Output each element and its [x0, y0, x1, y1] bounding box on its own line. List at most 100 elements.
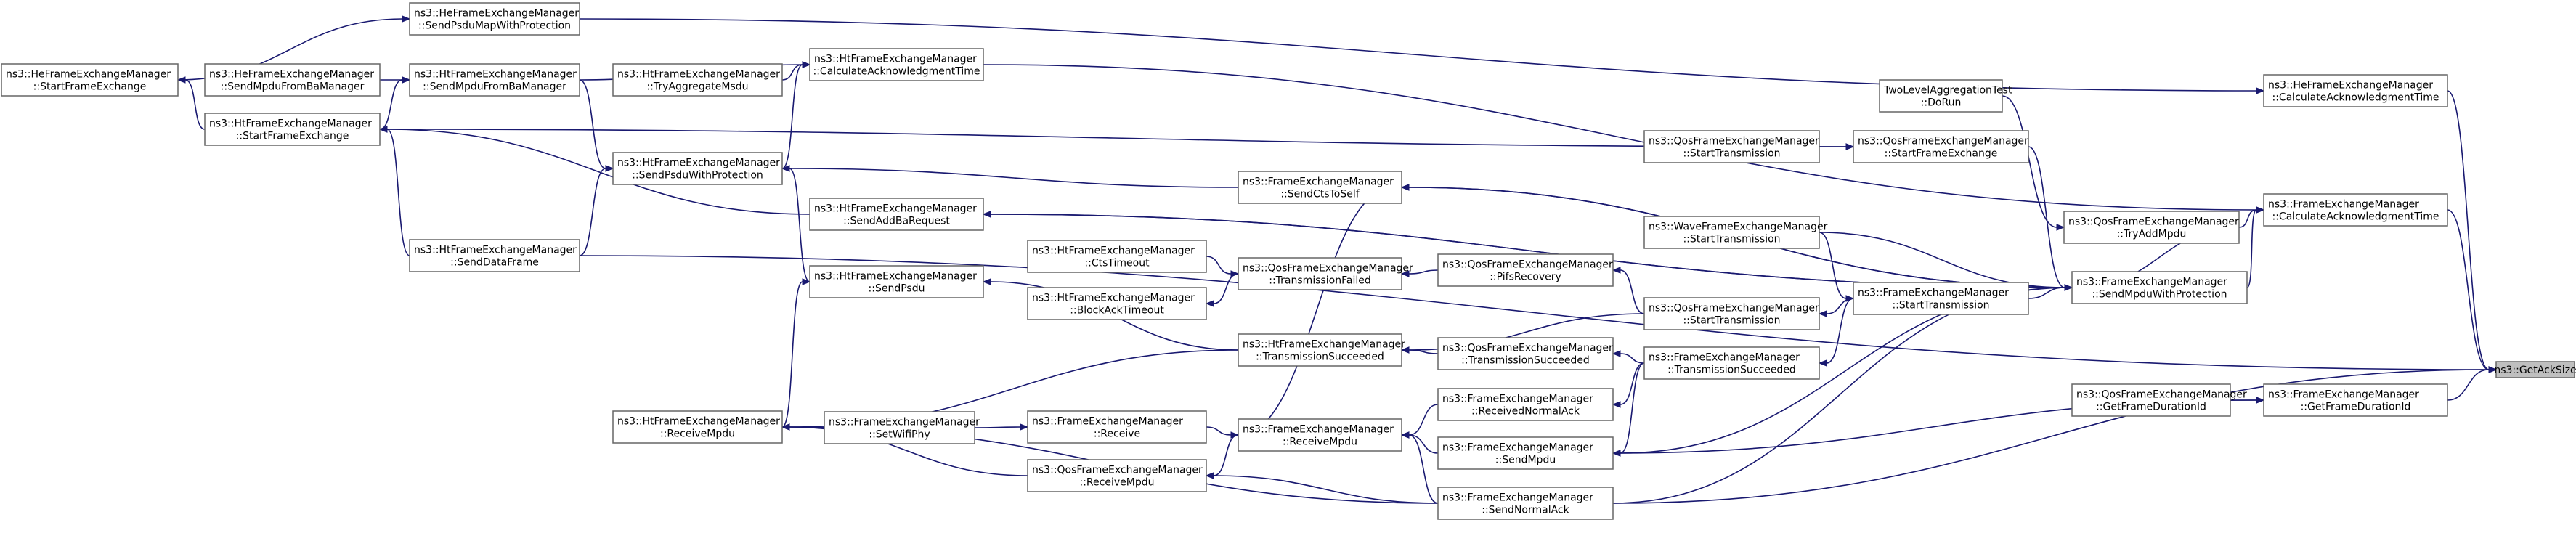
node-fem_txsucc[interactable]: ns3::FrameExchangeManager::TransmissionS… — [1643, 346, 1820, 380]
node-class-label: ns3::WaveFrameExchangeManager — [1649, 221, 1828, 233]
node-box — [612, 63, 783, 97]
edge-ht_recvmpdu-to-ht_sendpsdu — [781, 278, 811, 428]
edge-ht_sendpsduprot-to-ht_calcack — [781, 61, 811, 169]
node-fem_sendcts[interactable]: ns3::FrameExchangeManager::SendCtsToSelf — [1238, 171, 1402, 204]
node-getacksize[interactable]: ns3::GetAckSize — [2494, 361, 2576, 378]
node-box — [1437, 253, 1614, 287]
arrowhead-icon — [982, 278, 991, 285]
arrowhead-icon — [2256, 206, 2265, 214]
node-ht_tryagg[interactable]: ns3::HtFrameExchangeManager::TryAggregat… — [612, 63, 783, 97]
edge-line — [379, 129, 1847, 147]
node-fem_setwifiphy[interactable]: ns3::FrameExchangeManager::SetWifiPhy — [824, 411, 980, 444]
node-box — [2495, 361, 2575, 378]
node-qos_getfdur[interactable]: ns3::QosFrameExchangeManager::GetFrameDu… — [2071, 383, 2247, 417]
node-method-label: ::StartFrameExchange — [1885, 148, 1998, 160]
node-ht_sendpsduprot[interactable]: ns3::HtFrameExchangeManager::SendPsduWit… — [612, 152, 783, 185]
edge-wave_starttx-to-fem_starttx — [1819, 232, 1855, 302]
node-class-label: ns3::HtFrameExchangeManager — [617, 69, 780, 81]
node-method-label: ::SendMpduFromBaManager — [221, 81, 365, 93]
node-class-label: ns3::HtFrameExchangeManager — [814, 271, 977, 282]
node-class-label: ns3::QosFrameExchangeManager — [1649, 136, 1819, 147]
edge-line — [1206, 256, 1232, 275]
edge-fem_sendnormalack-to-qos_recvmpdu — [1205, 472, 1439, 504]
node-qos_recvmpdu[interactable]: ns3::QosFrameExchangeManager::ReceiveMpd… — [1027, 459, 1207, 492]
node-qos_startfe[interactable]: ns3::QosFrameExchangeManager::StartFrame… — [1853, 130, 2029, 163]
node-fem_starttx[interactable]: ns3::FrameExchangeManager::StartTransmis… — [1853, 282, 2029, 315]
node-ht_senddata[interactable]: ns3::HtFrameExchangeManager::SendDataFra… — [409, 239, 580, 272]
node-class-label: ns3::FrameExchangeManager — [2076, 277, 2227, 288]
edge-fem_sendmpduprot-to-fem_calcack — [2246, 206, 2265, 288]
node-fem_sendnormalack[interactable]: ns3::FrameExchangeManager::SendNormalAck — [1437, 487, 1614, 520]
node-he_calcack[interactable]: ns3::HeFrameExchangeManager::CalculateAc… — [2263, 74, 2448, 107]
edge-line — [781, 64, 803, 169]
node-method-label: ::TryAggregateMsdu — [646, 81, 748, 93]
node-class-label: ns3::HtFrameExchangeManager — [414, 69, 577, 81]
node-class-label: TwoLevelAggregationTest — [1883, 85, 2012, 97]
node-fem_calcack[interactable]: ns3::FrameExchangeManager::CalculateAckn… — [2263, 193, 2448, 227]
node-fem_sendmpduprot[interactable]: ns3::FrameExchangeManager::SendMpduWithP… — [2071, 271, 2248, 304]
node-class-label: ns3::HeFrameExchangeManager — [209, 69, 374, 81]
node-qos_tryaddmpdu[interactable]: ns3::QosFrameExchangeManager::TryAddMpdu — [2063, 211, 2240, 244]
node-wave_starttx[interactable]: ns3::WaveFrameExchangeManager::StartTran… — [1643, 216, 1828, 249]
node-he_sendpsdumap[interactable]: ns3::HeFrameExchangeManager::SendPsduMap… — [409, 2, 580, 36]
node-box — [824, 411, 975, 444]
node-qos_pifs[interactable]: ns3::QosFrameExchangeManager::PifsRecove… — [1437, 253, 1614, 287]
node-box — [2263, 193, 2448, 227]
edge-line — [2238, 209, 2257, 228]
node-method-label: ::SendNormalAck — [1482, 505, 1569, 516]
edge-line — [579, 79, 606, 169]
arrowhead-icon — [1400, 184, 1410, 191]
node-class-label: ns3::FrameExchangeManager — [1442, 492, 1593, 504]
node-he_startfe[interactable]: ns3::HeFrameExchangeManager::StartFrameE… — [1, 63, 179, 97]
arrowhead-icon — [176, 76, 186, 84]
node-qos_txsucc[interactable]: ns3::QosFrameExchangeManager::Transmissi… — [1437, 337, 1614, 370]
node-fem_recvnormalack[interactable]: ns3::FrameExchangeManager::ReceivedNorma… — [1437, 388, 1614, 421]
edge-line — [579, 168, 606, 256]
node-ht_startfe[interactable]: ns3::HtFrameExchangeManager::StartFrameE… — [204, 113, 381, 146]
node-ht_calcack[interactable]: ns3::HtFrameExchangeManager::CalculateAc… — [809, 48, 984, 81]
node-qos_txfailed[interactable]: ns3::QosFrameExchangeManager::Transmissi… — [1238, 257, 1413, 290]
node-box — [409, 239, 580, 272]
arrowhead-icon — [1400, 431, 1410, 439]
edge-line — [1612, 369, 2490, 504]
node-ht_txsucc[interactable]: ns3::HtFrameExchangeManager::Transmissio… — [1238, 333, 1405, 367]
node-qos_starttx2[interactable]: ns3::QosFrameExchangeManager::StartTrans… — [1643, 130, 1820, 163]
node-class-label: ns3::QosFrameExchangeManager — [2076, 389, 2247, 401]
node-class-label: ns3::HtFrameExchangeManager — [414, 245, 577, 256]
edge-ht_startfe-to-ht_sendmpduba — [379, 76, 411, 130]
edge-line — [1213, 273, 1239, 304]
edge-qos_starttx2-to-qos_startfe — [1819, 143, 1855, 150]
node-ht_blockack[interactable]: ns3::HtFrameExchangeManager::BlockAckTim… — [1027, 287, 1207, 320]
node-class-label: ns3::FrameExchangeManager — [2268, 199, 2419, 211]
node-class-label: ns3::HeFrameExchangeManager — [6, 69, 171, 81]
node-box — [809, 198, 984, 231]
node-method-label: ::ReceiveMpdu — [660, 428, 735, 440]
edge-line — [1213, 475, 1439, 504]
node-fem_receive[interactable]: ns3::FrameExchangeManager::Receive — [1027, 410, 1207, 444]
node-method-label: ::StartTransmission — [1892, 300, 1989, 312]
arrowhead-icon — [1818, 310, 1827, 317]
node-he_sendmpduba[interactable]: ns3::HeFrameExchangeManager::SendMpduFro… — [204, 63, 381, 97]
node-qos_starttx[interactable]: ns3::QosFrameExchangeManager::StartTrans… — [1643, 297, 1820, 330]
node-class-label: ns3::HtFrameExchangeManager — [814, 54, 977, 65]
node-method-label: ::TryAddMpdu — [2117, 229, 2187, 240]
node-class-label: ns3::HtFrameExchangeManager — [1032, 293, 1195, 304]
node-twolevel_dorun[interactable]: TwoLevelAggregationTest::DoRun — [1879, 79, 2012, 113]
node-ht_ctstimeout[interactable]: ns3::HtFrameExchangeManager::CtsTimeout — [1027, 240, 1207, 273]
edge-ht_senddata-to-getacksize — [579, 255, 2498, 373]
node-ht_sendaddba[interactable]: ns3::HtFrameExchangeManager::SendAddBaRe… — [809, 198, 984, 231]
node-box — [1238, 333, 1402, 367]
node-class-label: ns3::FrameExchangeManager — [1649, 352, 1800, 364]
node-fem_sendmpdu[interactable]: ns3::FrameExchangeManager::SendMpdu — [1437, 436, 1614, 470]
node-fem_recvmpdu[interactable]: ns3::FrameExchangeManager::ReceiveMpdu — [1238, 418, 1402, 452]
edge-line — [1819, 232, 2065, 288]
node-fem_getfdur[interactable]: ns3::FrameExchangeManager::GetFrameDurat… — [2263, 383, 2448, 417]
node-box — [1853, 282, 2029, 315]
node-box — [1437, 337, 1614, 370]
node-ht_sendmpduba[interactable]: ns3::HtFrameExchangeManager::SendMpduFro… — [409, 63, 580, 97]
node-ht_sendpsdu[interactable]: ns3::HtFrameExchangeManager::SendPsdu — [809, 265, 984, 298]
node-box — [1027, 459, 1207, 492]
node-ht_recvmpdu[interactable]: ns3::HtFrameExchangeManager::ReceiveMpdu — [612, 410, 783, 444]
arrowhead-icon — [2064, 284, 2073, 291]
edge-line — [579, 255, 2490, 370]
